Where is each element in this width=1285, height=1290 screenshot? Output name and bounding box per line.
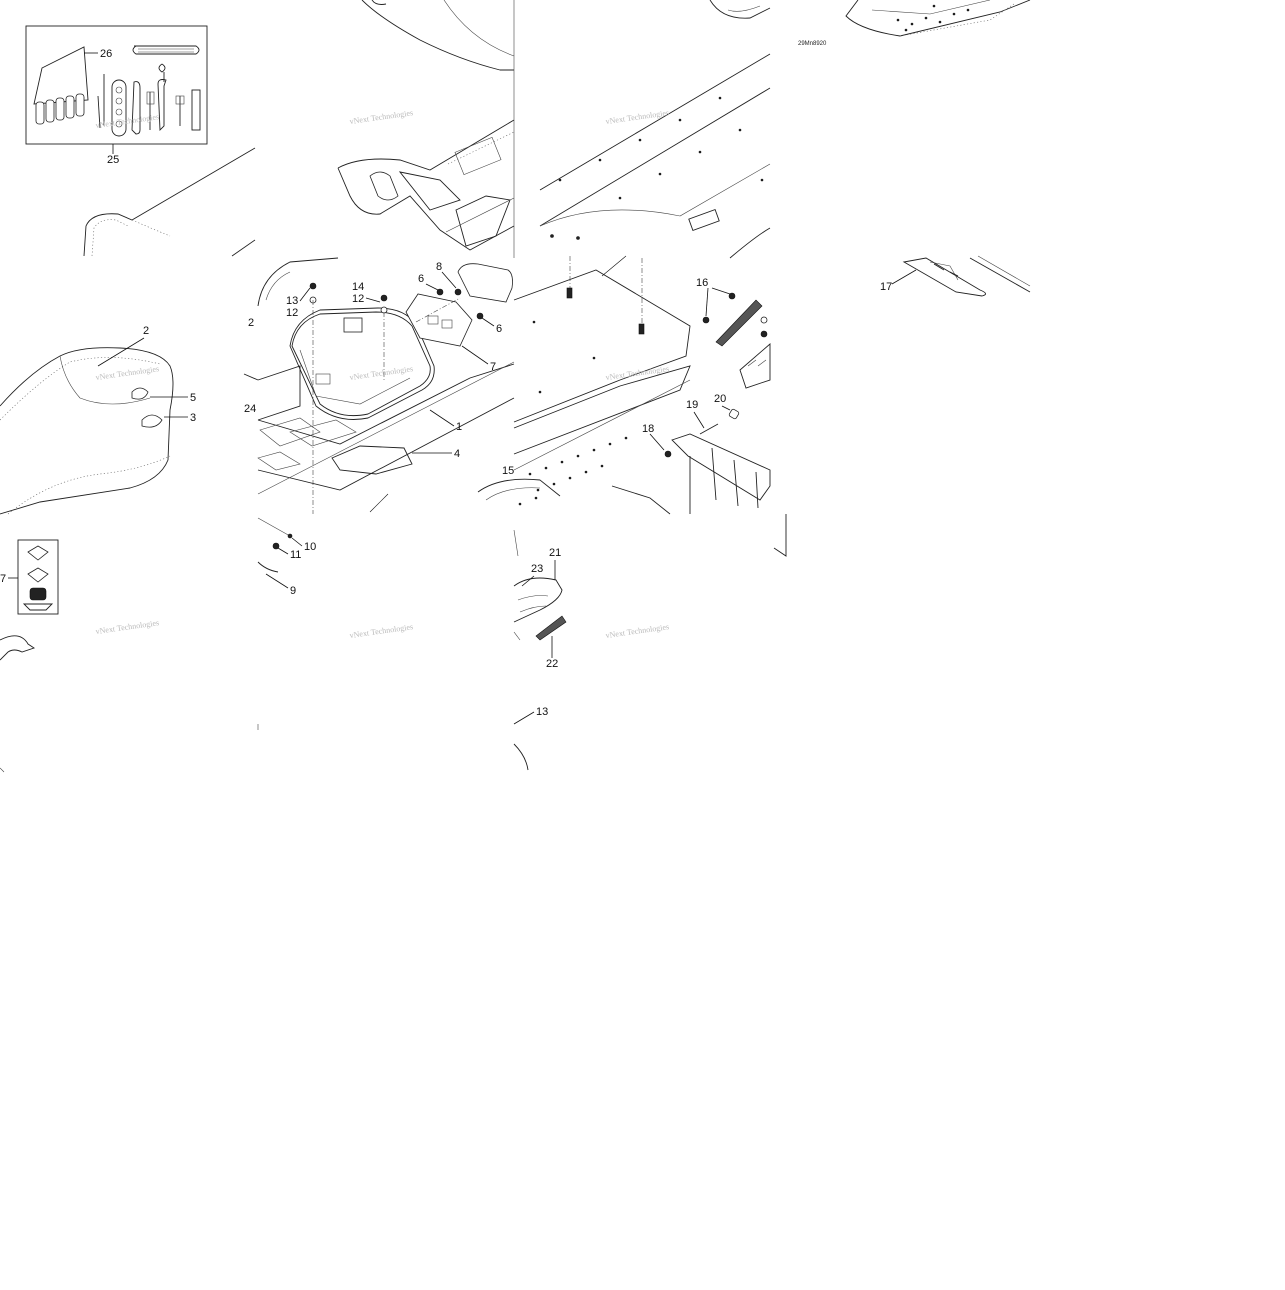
tunnel-side — [477, 256, 691, 506]
part-1-storage-tray — [289, 307, 435, 420]
callout-24: 24 — [244, 403, 256, 415]
watermark: vNext Technologies — [349, 364, 414, 382]
part-2-seat — [0, 347, 174, 515]
tunnel-base-frame — [243, 361, 515, 513]
seat-rear-section — [83, 147, 256, 257]
callout-12: 12 — [352, 293, 364, 305]
part-8-lid — [457, 263, 513, 303]
part-7-cover — [405, 293, 473, 347]
body-top-outline — [361, 0, 515, 71]
callout-15: 16 — [696, 277, 708, 289]
callout-2b: 2 — [248, 317, 254, 329]
callout-6b: 6 — [496, 323, 502, 335]
parts-9-10-11 — [257, 517, 293, 730]
callout-25: 25 — [107, 154, 119, 166]
callout-23: 23 — [531, 563, 543, 575]
callout-5: 4 — [454, 448, 460, 460]
callout-7b: 7 — [0, 573, 6, 585]
callout-16: 13 — [536, 706, 548, 718]
callout-19: 19 — [686, 399, 698, 411]
watermark: vNext Technologies — [605, 364, 670, 382]
callout-21: 21 — [549, 547, 561, 559]
part-27-kit — [17, 539, 59, 615]
callout-20: 20 — [714, 393, 726, 405]
callout-26: 26 — [100, 48, 112, 60]
watermark: vNext Technologies — [95, 618, 160, 636]
callout-3: 3 — [190, 412, 196, 424]
tunnel-top — [513, 0, 771, 277]
rear-bumper — [611, 408, 771, 515]
part-15-strap — [702, 292, 771, 389]
drawing-code: 29Mn8920 — [798, 41, 827, 47]
tool-kit-inset — [25, 25, 208, 145]
callout-4: 5 — [190, 392, 196, 404]
watermark: vNext Technologies — [95, 364, 160, 382]
watermark: vNext Technologies — [605, 622, 670, 640]
callout-1: 1 — [456, 421, 462, 433]
wrench-fragment — [0, 635, 36, 773]
callout-10: 10 — [304, 541, 316, 553]
callout-22: 22 — [546, 658, 558, 670]
fasteners — [309, 282, 484, 320]
callout-7: 7 — [490, 361, 496, 373]
console-housing — [337, 119, 515, 251]
callout-2: 2 — [143, 325, 149, 337]
watermark: vNext Technologies — [605, 108, 670, 126]
callout-6: 6 — [418, 273, 424, 285]
callout-8: 8 — [436, 261, 442, 273]
callout-14: 15 — [502, 465, 514, 477]
seat-front-fragment — [257, 257, 339, 307]
callout-17: 17 — [880, 281, 892, 293]
watermark: vNext Technologies — [349, 108, 414, 126]
callout-11: 11 — [290, 549, 301, 561]
callout-13: 14 — [352, 281, 364, 293]
callout-13b: 13 — [286, 295, 298, 307]
parts-21-22-23 — [513, 529, 567, 641]
running-board-top — [845, 0, 1031, 37]
watermark: vNext Technologies — [349, 622, 414, 640]
part-5-plate — [331, 445, 413, 475]
callout-9: 9 — [290, 585, 296, 597]
callout-18: 18 — [642, 423, 654, 435]
part-17-tunnel-extension — [902, 255, 1031, 297]
callout-12b: 12 — [286, 307, 298, 319]
